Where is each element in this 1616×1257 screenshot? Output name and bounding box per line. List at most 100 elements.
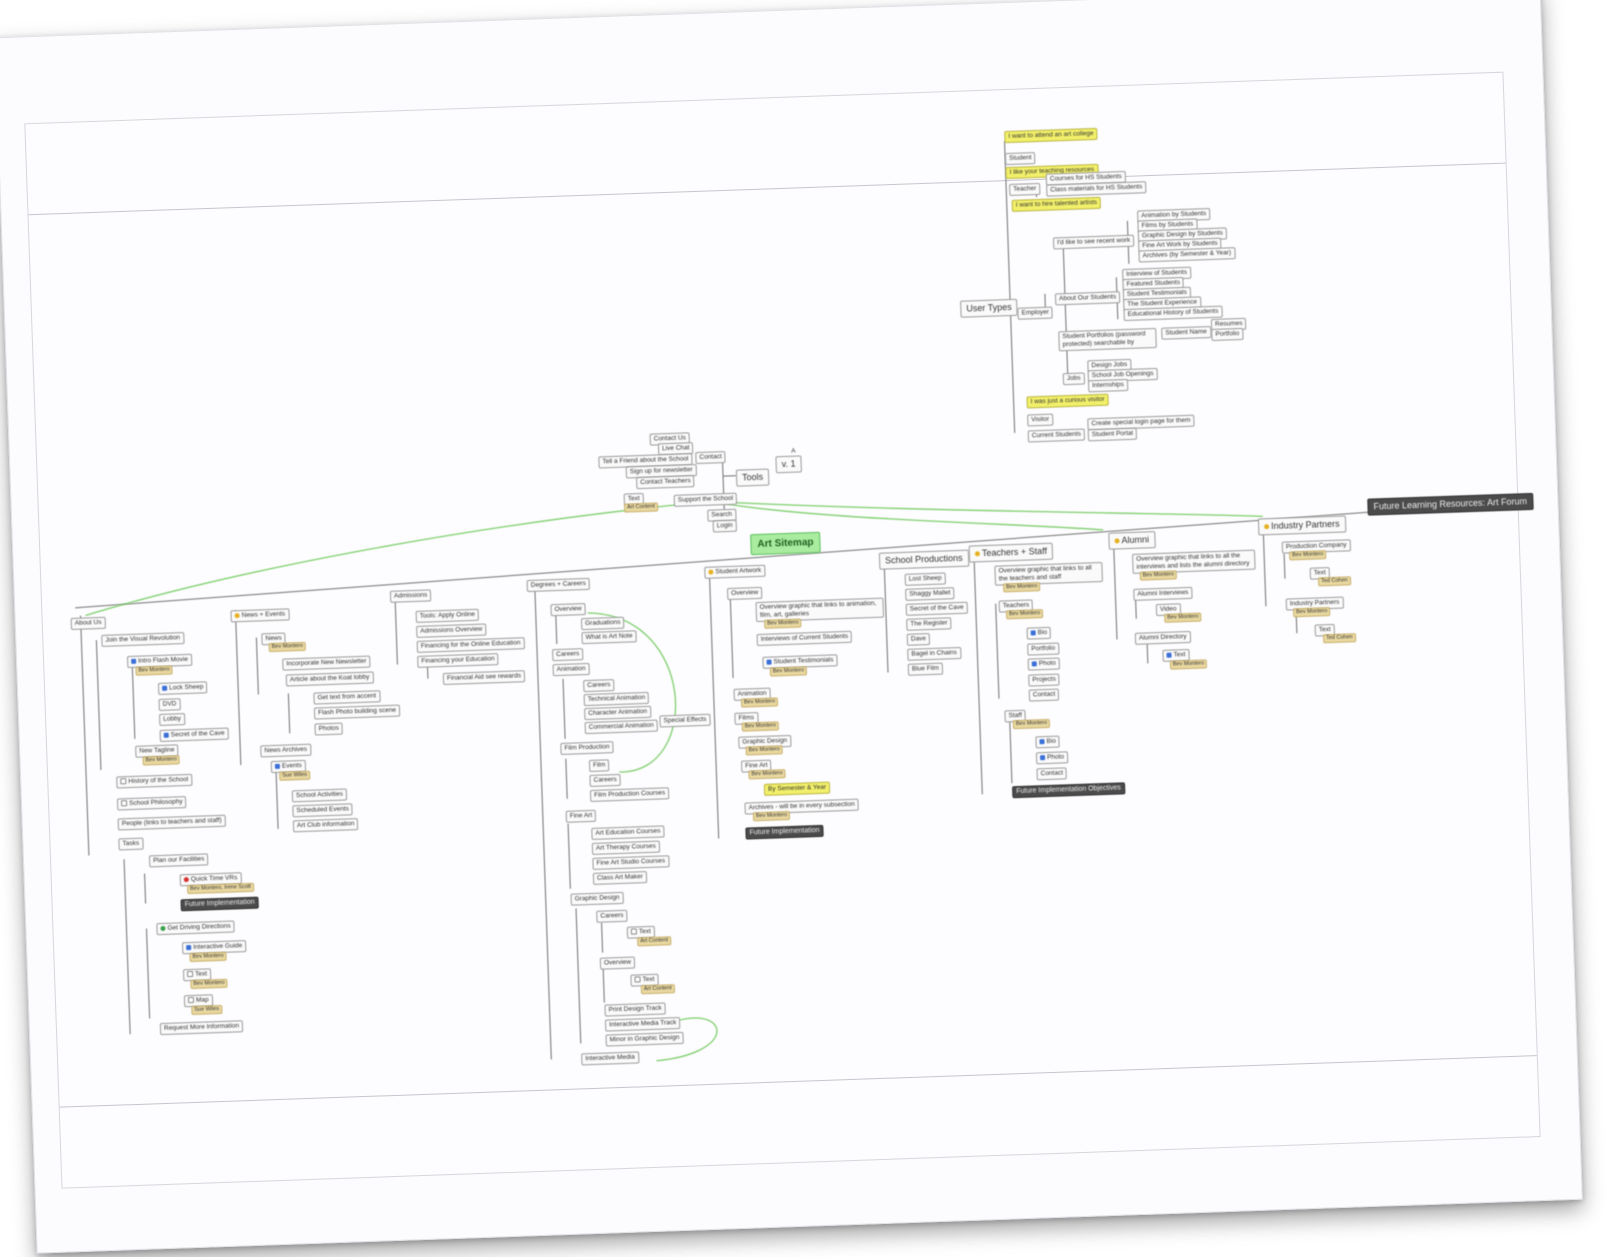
node-apply-online[interactable]: Tools: Apply Online — [415, 608, 480, 623]
node-student-artwork[interactable]: Student Artwork — [704, 564, 766, 579]
node-student-name[interactable]: Student Name — [1161, 326, 1212, 340]
star-icon — [708, 569, 714, 575]
node-prod-1[interactable]: Lost Sheep — [904, 572, 946, 586]
node-teachers-staff[interactable]: Teachers + Staff — [968, 542, 1054, 563]
node-film-production[interactable]: Film Production — [560, 741, 614, 755]
node-news-events[interactable]: News + Events — [230, 608, 290, 623]
node-floor[interactable]: Plan our Facilities — [148, 853, 209, 868]
tag-bev-production: Bev Montero — [1289, 550, 1327, 561]
label: Photo — [1038, 659, 1056, 668]
node-gd-overview[interactable]: Overview — [599, 956, 636, 970]
node-alumni-interviews[interactable]: Alumni Interviews — [1133, 586, 1193, 601]
node-tasks[interactable]: Tasks — [118, 837, 144, 851]
node-tools[interactable]: Tools — [735, 468, 770, 487]
node-alumni-directory[interactable]: Alumni Directory — [1134, 630, 1191, 645]
tag-bev-teachers: Bev Montero — [1002, 582, 1041, 593]
node-lobby[interactable]: Lobby — [159, 713, 186, 726]
node-graphic-design[interactable]: Graphic Design — [570, 891, 624, 906]
document-icon — [634, 976, 641, 983]
node-dvd[interactable]: DVD — [158, 698, 181, 711]
node-photos[interactable]: Photos — [314, 722, 344, 736]
node-get-text[interactable]: Get text from accent — [313, 690, 381, 705]
node-teacher-photo[interactable]: Photo — [1027, 657, 1060, 671]
label: Map — [195, 996, 209, 1004]
node-fine-art[interactable]: Fine Art — [565, 809, 597, 823]
checkbox-icon — [186, 944, 192, 950]
node-scheduled-events[interactable]: Scheduled Events — [292, 803, 354, 818]
node-deg-careers[interactable]: Careers — [551, 648, 584, 662]
node-teacher-bio[interactable]: Bio — [1026, 626, 1052, 640]
node-anim-careers[interactable]: Careers — [583, 679, 615, 693]
node-teacher[interactable]: Teacher — [1009, 182, 1041, 196]
node-interactive-media[interactable]: Interactive Media — [581, 1051, 639, 1066]
node-prod-3[interactable]: Secret of the Cave — [905, 601, 968, 616]
node-employer[interactable]: Employer — [1017, 306, 1054, 320]
node-deg-overview[interactable]: Overview — [550, 603, 586, 617]
node-staff-photo[interactable]: Photo — [1035, 751, 1069, 765]
node-contact[interactable]: Contact — [695, 451, 726, 465]
label: Text — [638, 927, 651, 936]
label: School Philosophy — [128, 798, 183, 808]
tag-bev-films: Bev Montero — [741, 721, 780, 732]
node-user-types[interactable]: User Types — [960, 298, 1018, 318]
node-class-art-maker[interactable]: Class Art Maker — [592, 871, 648, 885]
node-degrees-careers[interactable]: Degrees + Careers — [526, 577, 591, 593]
sitemap-photo-sheet: User Types I want to attend an art colle… — [0, 0, 1583, 1254]
node-admissions[interactable]: Admissions — [389, 589, 432, 603]
node-news-archives[interactable]: News Archives — [260, 743, 312, 758]
node-art-overview[interactable]: Overview — [726, 586, 763, 601]
node-special-effects[interactable]: Special Effects — [659, 713, 711, 728]
node-staff-bio[interactable]: Bio — [1035, 735, 1061, 749]
node-secret-cave[interactable]: Secret of the Cave — [159, 727, 229, 742]
node-teacher-projects[interactable]: Projects — [1028, 673, 1061, 687]
node-what-is-art[interactable]: What is Art Note — [581, 630, 637, 645]
node-print-design[interactable]: Print Design Track — [604, 1002, 666, 1017]
node-about-us[interactable]: About Us — [70, 616, 106, 630]
node-student[interactable]: Student — [1004, 152, 1036, 166]
node-contact-teachers[interactable]: Contact Teachers — [636, 475, 695, 490]
node-login[interactable]: Login — [712, 519, 737, 533]
node-current-students[interactable]: Current Students — [1027, 428, 1086, 443]
node-character-anim[interactable]: Character Animation — [584, 705, 652, 721]
node-staff-contact[interactable]: Contact — [1036, 767, 1068, 781]
node-admissions-overview[interactable]: Admissions Overview — [416, 623, 487, 638]
node-portfolios[interactable]: Student Portfolios (password protected) … — [1058, 327, 1157, 352]
node-film-careers[interactable]: Careers — [589, 773, 621, 787]
node-teacher-contact[interactable]: Contact — [1028, 688, 1060, 702]
node-prod-5[interactable]: Dave — [906, 633, 931, 646]
node-prod-6[interactable]: Bagel in Chains — [907, 646, 962, 661]
node-alumni[interactable]: Alumni — [1108, 531, 1156, 550]
node-visitor[interactable]: Visitor — [1027, 413, 1054, 427]
node-support-school[interactable]: Support the School — [673, 492, 738, 507]
node-graduations[interactable]: Graduations — [580, 616, 625, 631]
tag-bev-2: Bev Montero — [142, 755, 180, 766]
node-art-ed[interactable]: Art Education Courses — [591, 825, 665, 840]
node-art-club[interactable]: Art Club information — [292, 818, 359, 833]
node-portfolio[interactable]: Portfolio — [1211, 327, 1244, 342]
node-about-students[interactable]: About Our Students — [1054, 291, 1121, 306]
node-philosophy[interactable]: School Philosophy — [116, 796, 187, 811]
node-root-art-sitemap[interactable]: Art Sitemap — [750, 531, 821, 556]
node-current-2[interactable]: Student Portal — [1087, 427, 1138, 442]
node-art-therapy[interactable]: Art Therapy Courses — [591, 840, 661, 855]
node-lock-sheep[interactable]: Lock Sheep — [157, 681, 208, 695]
tag-sue-events: Sue Wiles — [279, 770, 311, 781]
node-school-activities[interactable]: School Activities — [291, 788, 348, 803]
node-school-productions[interactable]: School Productions — [878, 549, 969, 570]
node-technical-anim[interactable]: Technical Animation — [583, 691, 650, 707]
label: News + Events — [241, 610, 286, 620]
node-prod-4[interactable]: The Register — [906, 617, 952, 631]
document-icon — [187, 971, 194, 978]
tag-bev-video: Bev Montero — [1164, 612, 1202, 623]
node-prod-2[interactable]: Shaggy Mallet — [905, 587, 955, 601]
note-by-semester[interactable]: By Semester & Year — [763, 781, 831, 796]
node-teacher-portfolio[interactable]: Portfolio — [1027, 642, 1060, 656]
node-jobs-3[interactable]: Internships — [1087, 378, 1129, 393]
node-gd-careers[interactable]: Careers — [596, 909, 628, 923]
node-prod-7[interactable]: Blue Film — [907, 662, 944, 676]
node-film[interactable]: Film — [588, 759, 610, 772]
node-animation[interactable]: Animation — [552, 662, 590, 677]
node-industry-partners[interactable]: Industry Partners — [1257, 515, 1346, 536]
node-commercial-anim[interactable]: Commercial Animation — [584, 719, 658, 735]
node-jobs[interactable]: Jobs — [1062, 372, 1085, 386]
